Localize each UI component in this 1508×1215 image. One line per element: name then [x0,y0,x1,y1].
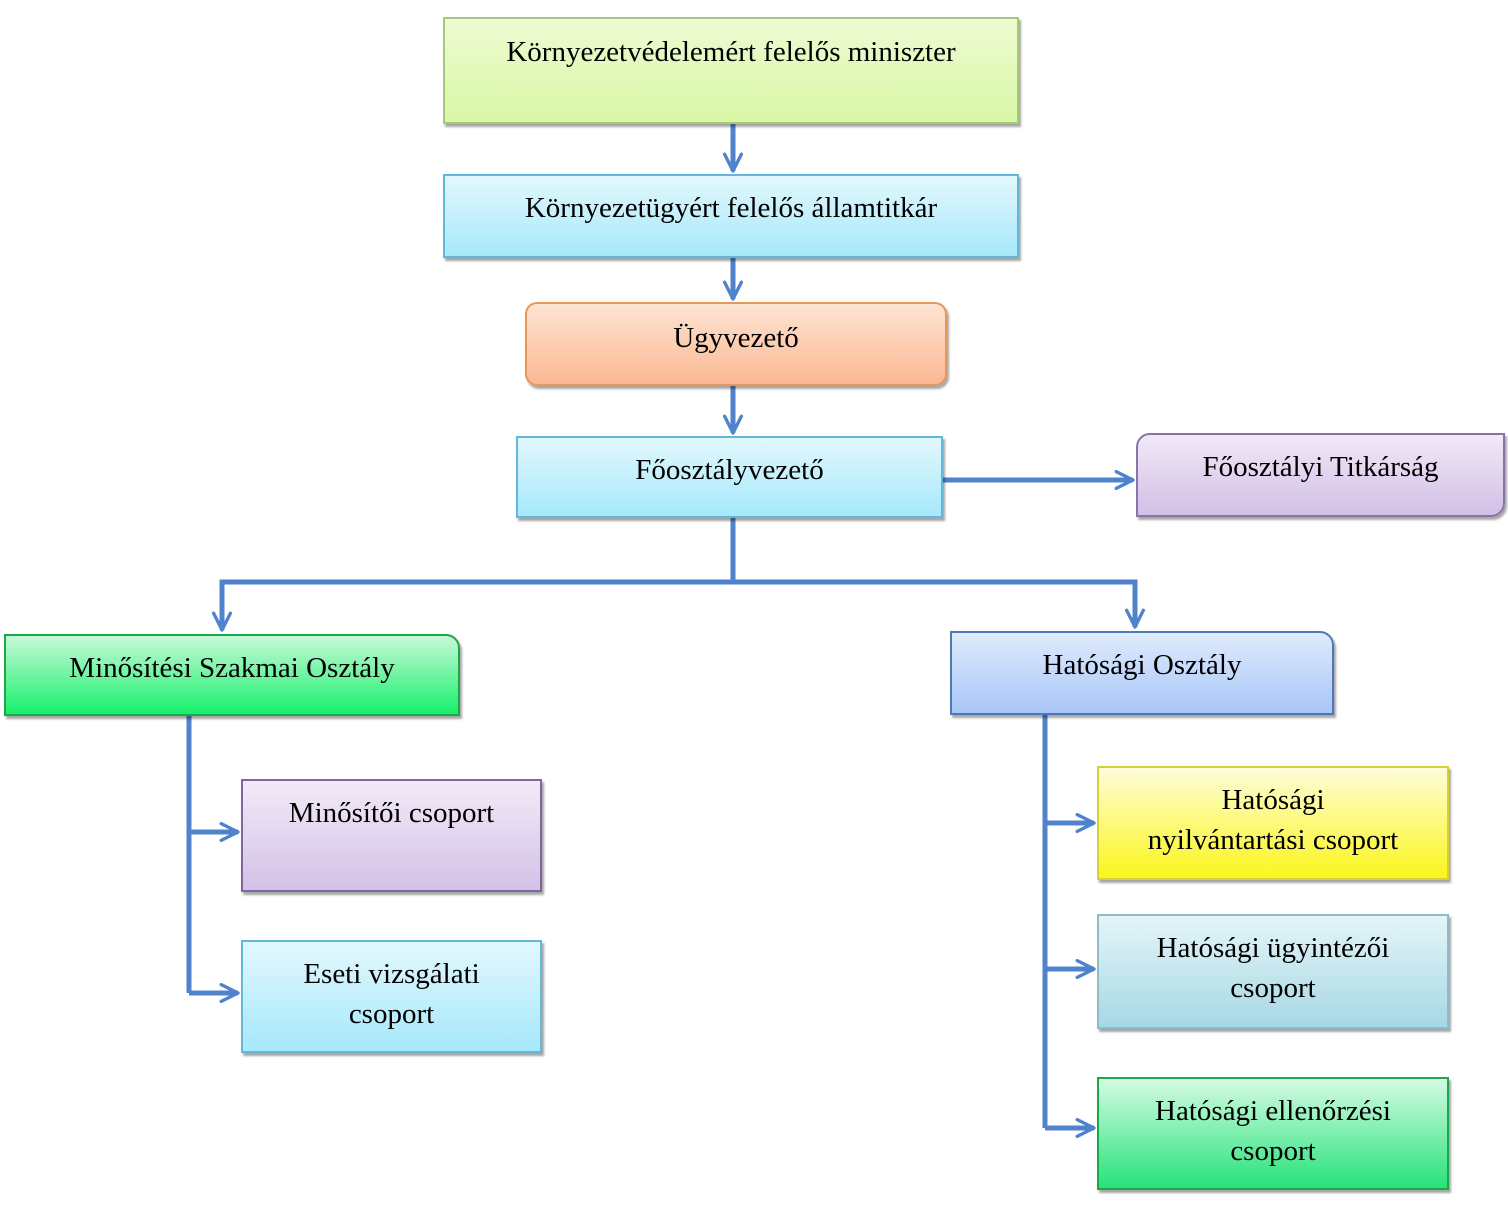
edge-foosztalyvezeto-minositesi [211,579,733,632]
node-titkarsag-label: Főosztályi Titkárság [1202,451,1439,483]
node-ellenorzesi-csoport: Hatósági ellenőrzési csoport [1097,1077,1449,1190]
edge-foosztalyvezeto-hatosagi [733,579,1146,629]
node-allamtitkar: Környezetügyért felelős államtitkár [443,174,1019,258]
node-foosztalyvezeto-label: Főosztályvezető [635,454,824,486]
node-ellenorzesi-csoport-label: Hatósági ellenőrzési csoport [1155,1095,1391,1167]
node-allamtitkar-label: Környezetügyért felelős államtitkár [524,192,938,224]
node-nyilvantartasi-csoport-label: Hatósági nyilvántartási csoport [1147,784,1399,856]
node-hatosagi-osztaly: Hatósági Osztály [950,631,1334,715]
node-ugyintezoi-csoport-label: Hatósági ügyintézői csoport [1156,932,1390,1004]
node-miniszter-label: Környezetvédelemért felelős miniszter [506,36,956,68]
node-minositesi-osztaly-label: Minősítési Szakmai Osztály [69,652,395,684]
node-eseti-csoport-label: Eseti vizsgálati csoport [303,958,480,1030]
node-ugyintezoi-csoport: Hatósági ügyintézői csoport [1097,914,1449,1029]
node-eseti-csoport: Eseti vizsgálati csoport [241,940,542,1053]
node-foosztalyvezeto: Főosztályvezető [516,436,943,518]
node-ugyvezeto: Ügyvezető [525,302,947,386]
node-nyilvantartasi-csoport: Hatósági nyilvántartási csoport [1097,766,1449,880]
node-minositesi-osztaly: Minősítési Szakmai Osztály [4,634,460,716]
node-ugyvezeto-label: Ügyvezető [673,322,799,354]
node-titkarsag: Főosztályi Titkárság [1136,433,1505,517]
node-minositoi-csoport: Minősítői csoport [241,779,542,892]
node-minositoi-csoport-label: Minősítői csoport [288,797,495,829]
node-hatosagi-osztaly-label: Hatósági Osztály [1042,649,1242,681]
node-miniszter: Környezetvédelemért felelős miniszter [443,17,1019,124]
